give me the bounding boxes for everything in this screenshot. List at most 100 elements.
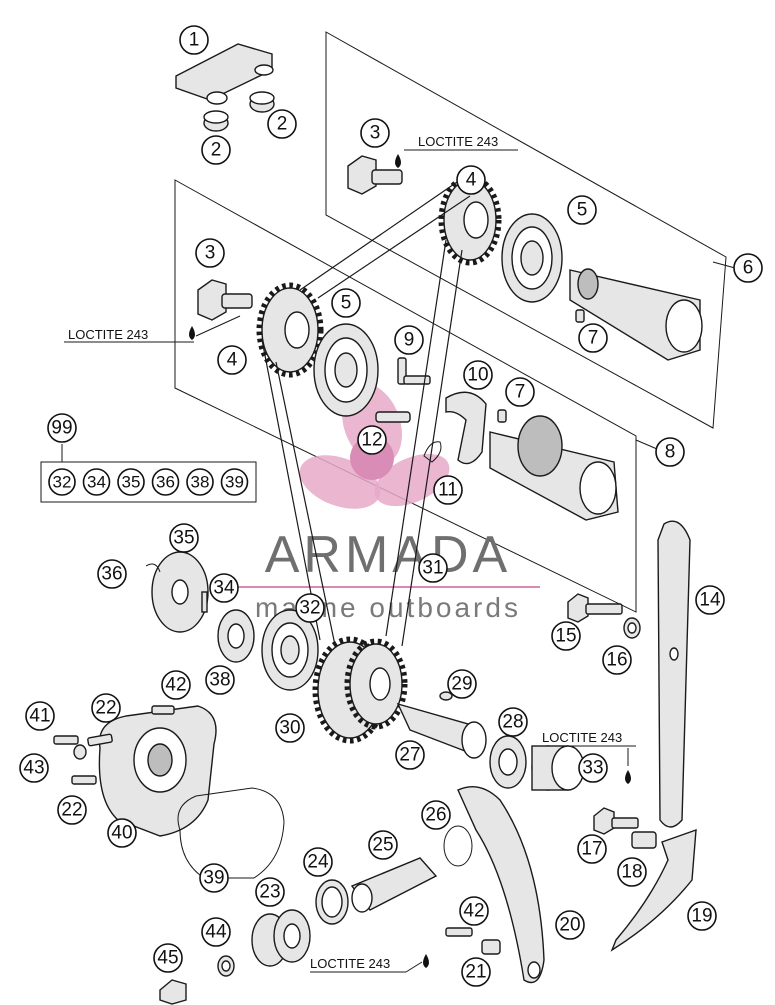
part-spring-11 <box>423 441 442 463</box>
callout-11: 11 <box>433 475 463 505</box>
part-cap-2a <box>203 110 229 132</box>
callout-30: 30 <box>275 713 305 743</box>
callout-25: 25 <box>368 830 398 860</box>
callout-number: 23 <box>259 882 280 903</box>
part-bracket-1 <box>175 43 274 105</box>
callout-number: 15 <box>555 626 576 647</box>
callout-number: 38 <box>209 670 230 691</box>
part-impeller-23 <box>251 909 311 967</box>
callout-kit-99: 99 <box>47 413 77 443</box>
callout-number: 18 <box>621 862 642 883</box>
callout-number: 35 <box>173 528 194 549</box>
part-circlip-36 <box>145 563 161 573</box>
kit-item-35: 35 <box>117 468 145 496</box>
callout-41: 41 <box>25 701 55 731</box>
kit-box <box>40 461 257 503</box>
part-pin-12 <box>375 411 411 423</box>
callout-33: 33 <box>578 753 608 783</box>
callout-number: 16 <box>606 650 627 671</box>
callout-number: 45 <box>157 948 178 969</box>
part-washer-44 <box>217 955 235 977</box>
callout-22: 22 <box>57 795 87 825</box>
callout-number: 5 <box>341 293 352 314</box>
callout-number: 22 <box>61 800 82 821</box>
part-bolt-3-upper <box>347 155 403 195</box>
callout-19: 19 <box>687 901 717 931</box>
part-bolt-22a <box>87 733 113 747</box>
callout-35: 35 <box>169 523 199 553</box>
callout-7: 7 <box>505 377 535 407</box>
callout-number: 19 <box>691 906 712 927</box>
callout-42: 42 <box>161 670 191 700</box>
callout-number: 39 <box>203 868 224 889</box>
callout-3: 3 <box>360 118 390 148</box>
callout-44: 44 <box>201 917 231 947</box>
part-bolt-17 <box>593 807 639 835</box>
callout-22: 22 <box>91 693 121 723</box>
callout-number: 27 <box>399 745 420 766</box>
callout-4: 4 <box>217 345 247 375</box>
callout-9: 9 <box>394 325 424 355</box>
loctite-drop-2 <box>64 315 241 343</box>
callout-45: 45 <box>153 943 183 973</box>
callout-number: 31 <box>422 558 443 579</box>
callout-number: 9 <box>404 330 415 351</box>
callout-34: 34 <box>209 573 239 603</box>
callout-15: 15 <box>551 621 581 651</box>
part-bushing-21 <box>481 939 501 955</box>
assembly-outline-lower <box>174 179 658 613</box>
part-crank-gear-30 <box>312 636 408 744</box>
callout-number: 5 <box>577 200 588 221</box>
callout-27: 27 <box>395 740 425 770</box>
callout-number: 33 <box>582 758 603 779</box>
callout-38: 38 <box>205 665 235 695</box>
part-bolt-42b <box>445 927 473 937</box>
callout-number: 6 <box>743 258 754 279</box>
loctite-drop-3 <box>540 745 636 784</box>
part-washer-38 <box>217 609 255 663</box>
callout-number: 17 <box>581 839 602 860</box>
callout-2: 2 <box>267 109 297 139</box>
callout-18: 18 <box>617 857 647 887</box>
callout-number: 20 <box>559 915 580 936</box>
kit-item-number: 39 <box>225 473 244 492</box>
callout-26: 26 <box>421 800 451 830</box>
part-cap-2b <box>249 91 275 113</box>
callout-number: 14 <box>699 590 721 611</box>
loctite-label-4: LOCTITE 243 <box>310 956 390 971</box>
callout-number: 44 <box>205 922 227 943</box>
callout-number: 26 <box>425 805 446 826</box>
part-camshaft-upper <box>569 268 703 361</box>
part-gear-4-lower <box>256 282 324 378</box>
callout-6: 6 <box>733 253 763 283</box>
callout-number: 34 <box>213 578 235 599</box>
part-bearing-5-upper <box>501 213 563 303</box>
callout-32: 32 <box>295 593 325 623</box>
callout-14: 14 <box>695 585 725 615</box>
callout-28: 28 <box>498 707 528 737</box>
callout-16: 16 <box>602 645 632 675</box>
part-bearing-5-lower <box>313 323 379 417</box>
kit-item-39: 39 <box>220 468 249 496</box>
propeller-blade-right <box>374 453 450 507</box>
callout-29: 29 <box>447 669 477 699</box>
callout-4: 4 <box>456 165 486 195</box>
svg-text:99: 99 <box>51 418 72 439</box>
callout-number: 10 <box>467 365 488 386</box>
callout-number: 7 <box>515 382 526 403</box>
part-washer-28 <box>489 735 527 789</box>
part-bearing-32 <box>261 609 319 691</box>
callout-number: 29 <box>451 674 472 695</box>
callout-2: 2 <box>201 135 231 165</box>
armada-watermark: ARMADA marine outboards <box>236 383 540 623</box>
callout-5: 5 <box>567 195 597 225</box>
callout-40: 40 <box>107 818 137 848</box>
watermark-title: ARMADA <box>265 526 511 584</box>
part-bolt-3-lower <box>197 279 253 321</box>
loctite-drop-4 <box>310 954 429 973</box>
kit-item-number: 38 <box>191 473 210 492</box>
part-pin-34 <box>201 591 208 613</box>
